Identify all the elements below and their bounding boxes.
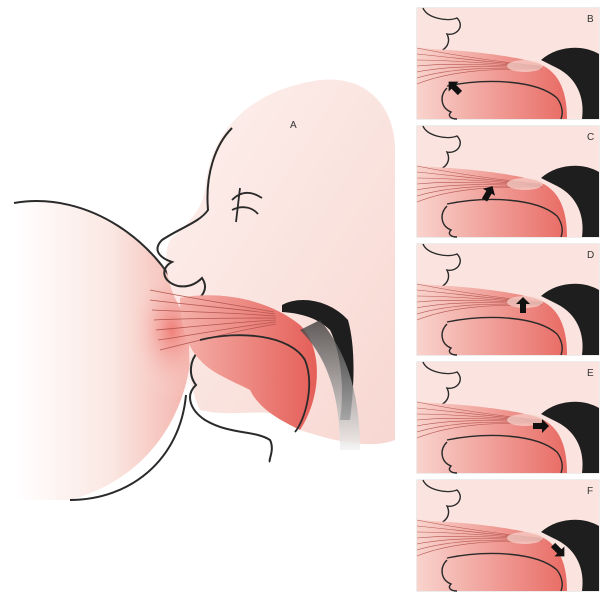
panel-label-f: F [587, 486, 593, 497]
side-panel-e: E [417, 362, 599, 473]
side-panel-b: B [417, 8, 599, 119]
side-panel-c: C [417, 126, 599, 237]
side-panel-d: D [417, 244, 599, 355]
panel-label-c: C [587, 132, 594, 143]
main-panel: A [14, 80, 395, 500]
panel-label-b: B [587, 14, 594, 25]
panel-label-e: E [587, 368, 594, 379]
nipple-tip [507, 178, 543, 190]
nipple-tip [507, 532, 543, 544]
side-panels: B C D E F [417, 8, 599, 591]
nipple-tip [507, 60, 543, 72]
side-panel-f: F [417, 480, 599, 591]
panel-label-a: A [290, 120, 297, 131]
panel-label-d: D [587, 250, 594, 261]
